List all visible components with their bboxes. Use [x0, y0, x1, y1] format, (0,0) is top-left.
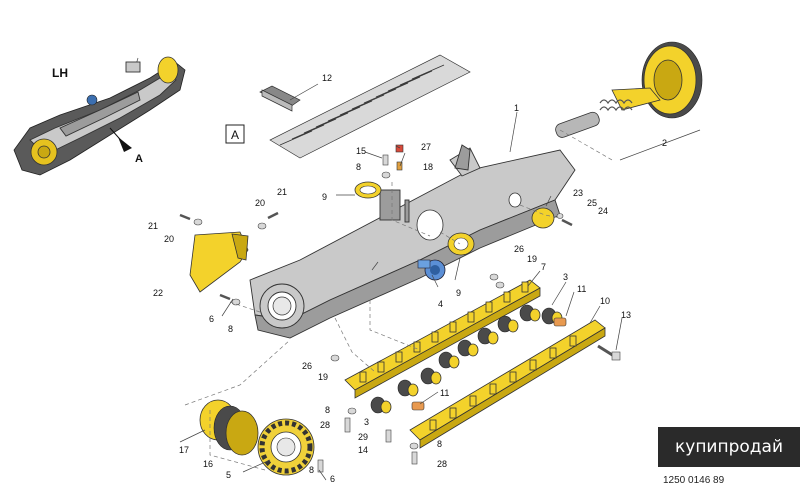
bolt-28-left [344, 417, 351, 433]
fitting-27 [395, 144, 404, 153]
bolt-24 [561, 218, 573, 227]
spacer-11-upper [553, 317, 567, 327]
callout-18: 18 [423, 162, 433, 172]
callout-19b: 19 [318, 372, 328, 382]
callout-26b: 26 [302, 361, 312, 371]
track-guard-7 [344, 279, 541, 399]
bolt-28-right [411, 451, 418, 465]
watermark: купипродай [658, 427, 800, 467]
bolt-14 [385, 429, 392, 443]
callout-12: 12 [322, 73, 332, 83]
washer-19-right [495, 281, 505, 289]
washer-20-left [193, 218, 203, 226]
washer-8-top [381, 171, 391, 179]
callout-11b: 11 [440, 388, 449, 398]
callout-20a: 20 [164, 234, 174, 244]
bolt-6-upper [219, 293, 231, 301]
callout-29: 29 [358, 432, 368, 442]
fitting-18 [396, 161, 403, 171]
bolt-13 [597, 344, 615, 358]
callout-2: 2 [662, 138, 667, 148]
callout-9b: 9 [456, 288, 461, 298]
callout-8d: 8 [437, 439, 442, 449]
callout-box [225, 124, 245, 144]
side-label: LH [52, 66, 68, 80]
track-rollers [370, 304, 567, 414]
callout-3a: 3 [563, 272, 568, 282]
callout-4: 4 [438, 299, 443, 309]
callout-26a: 26 [514, 244, 524, 254]
callout-22: 22 [153, 288, 163, 298]
washer-8-right [409, 442, 419, 450]
final-drive [199, 399, 315, 476]
callout-21a: 21 [148, 221, 158, 231]
cover-plate-22 [189, 231, 249, 293]
track-shoes [259, 54, 471, 159]
callout-17: 17 [179, 445, 189, 455]
part-callouts: 1 2 3 3 4 5 6 6 7 8 8 8 8 8 9 9 10 11 11… [148, 73, 667, 484]
washer-20-right [257, 222, 267, 230]
callout-16: 16 [203, 459, 213, 469]
callout-13: 13 [621, 310, 631, 320]
callout-19a: 19 [527, 254, 537, 264]
idler-assembly [555, 41, 703, 138]
callout-8e: 8 [309, 465, 314, 475]
callout-5: 5 [226, 470, 231, 480]
callout-20b: 20 [255, 198, 265, 208]
washer-26-left [330, 354, 340, 362]
callout-8b: 8 [228, 324, 233, 334]
callout-box-label: A [231, 128, 239, 142]
callout-14: 14 [358, 445, 368, 455]
callout-7: 7 [541, 262, 546, 272]
assembly-lines [184, 129, 613, 471]
callout-21b: 21 [277, 187, 287, 197]
callout-28b: 28 [437, 459, 447, 469]
callout-15: 15 [356, 146, 366, 156]
callout-8a: 8 [356, 162, 361, 172]
callout-27: 27 [421, 142, 431, 152]
view-label: A [135, 153, 143, 165]
callout-8c: 8 [325, 405, 330, 415]
callout-28a: 28 [320, 420, 330, 430]
callout-3b: 3 [364, 417, 369, 427]
callout-23: 23 [573, 188, 583, 198]
callout-9a: 9 [322, 192, 327, 202]
bolt-21-right [267, 211, 279, 220]
callout-1: 1 [514, 103, 519, 113]
callout-10: 10 [600, 296, 610, 306]
bolt-15 [382, 154, 389, 166]
washer-25 [556, 213, 564, 219]
callout-6a: 6 [209, 314, 214, 324]
washer-8-lower [347, 407, 357, 415]
callout-24: 24 [598, 206, 608, 216]
main-frame [249, 144, 576, 339]
washer-26-right [489, 273, 499, 281]
cover-23 [531, 207, 555, 229]
callout-6b: 6 [330, 474, 335, 484]
track-guard-10 [409, 319, 606, 449]
washer-8-left [231, 298, 241, 306]
drawing-code: 1250 0146 89 [663, 475, 725, 486]
leader-lines [179, 83, 701, 481]
track-adjuster [417, 259, 446, 281]
callout-11a: 11 [577, 284, 586, 294]
spacer-11-lower [411, 401, 425, 411]
bolt-21-left [179, 213, 191, 221]
inset-track-assembly [13, 56, 186, 176]
callout-25: 25 [587, 198, 597, 208]
